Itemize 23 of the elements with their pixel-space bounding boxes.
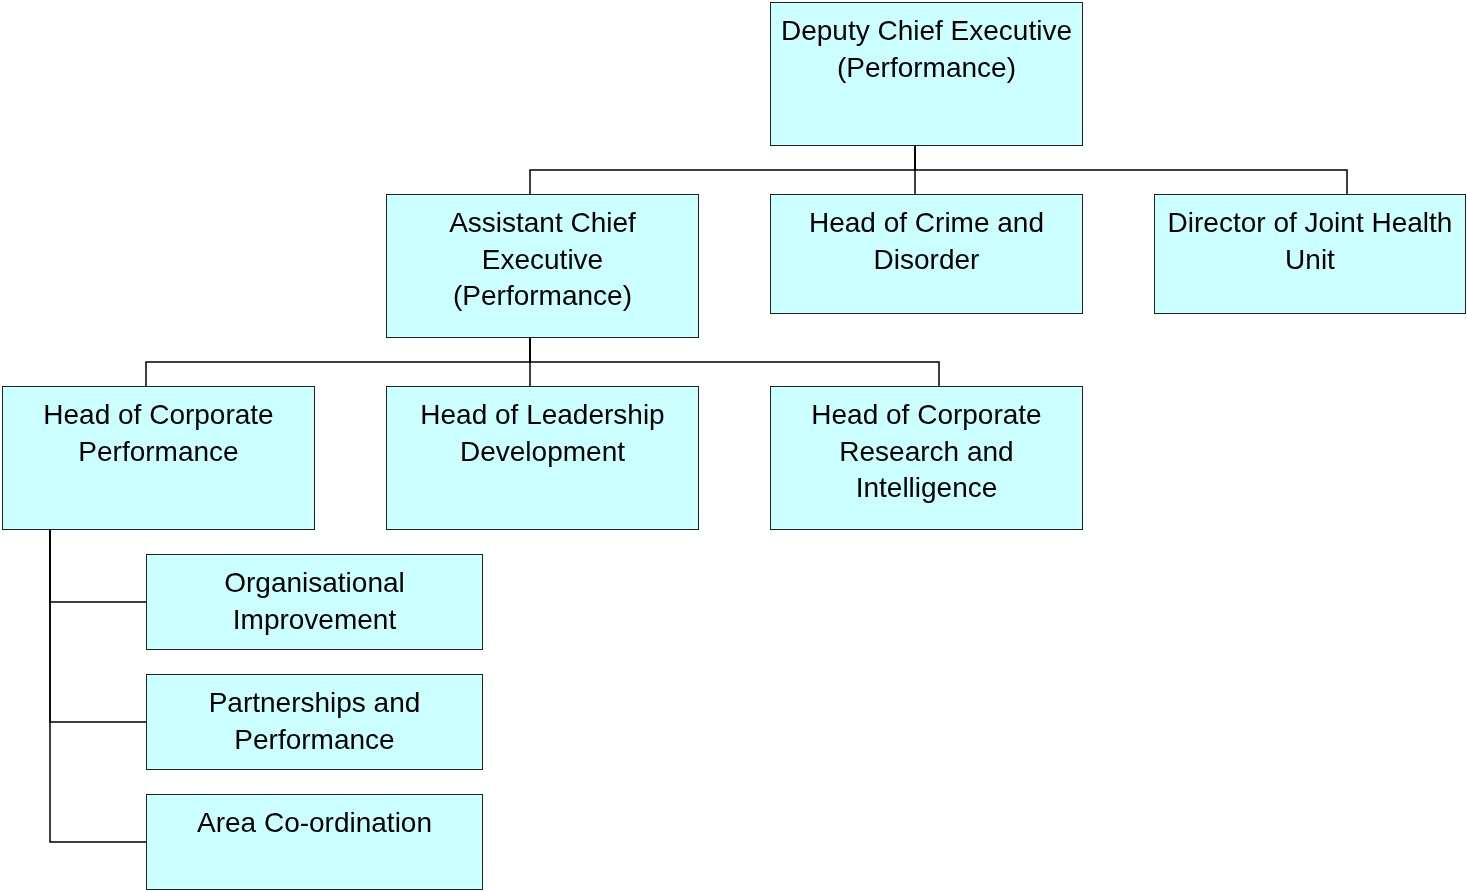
position-box: [1154, 194, 1466, 314]
connector-line: [529, 337, 940, 387]
position-title: Director of Joint Health Unit: [1166, 206, 1454, 277]
position-box: [770, 386, 1083, 530]
position-box: [386, 194, 699, 338]
position-box: [146, 554, 483, 650]
position-box: [770, 194, 1083, 314]
position-title: Head of Corporate Research and Intelligence: [810, 398, 1043, 505]
position-box: [770, 2, 1083, 146]
position-title: Head of Crime and Disorder: [808, 206, 1045, 277]
connector-line: [49, 529, 147, 843]
connector-line: [914, 145, 1348, 195]
position-title: Head of Corporate Performance: [42, 398, 275, 469]
position-title: Deputy Chief Executive (Performance): [779, 14, 1073, 85]
position-title: Assistant Chief Executive (Performance): [448, 206, 637, 313]
position-box: [146, 794, 483, 890]
position-box: [146, 674, 483, 770]
position-title: Organisational Improvement: [223, 566, 406, 637]
position-box: [2, 386, 315, 530]
position-box: [386, 386, 699, 530]
position-title: Head of Leadership Development: [419, 398, 666, 469]
position-title: Partnerships and Performance: [207, 686, 422, 757]
position-title: Area Co-ordination: [197, 806, 432, 840]
